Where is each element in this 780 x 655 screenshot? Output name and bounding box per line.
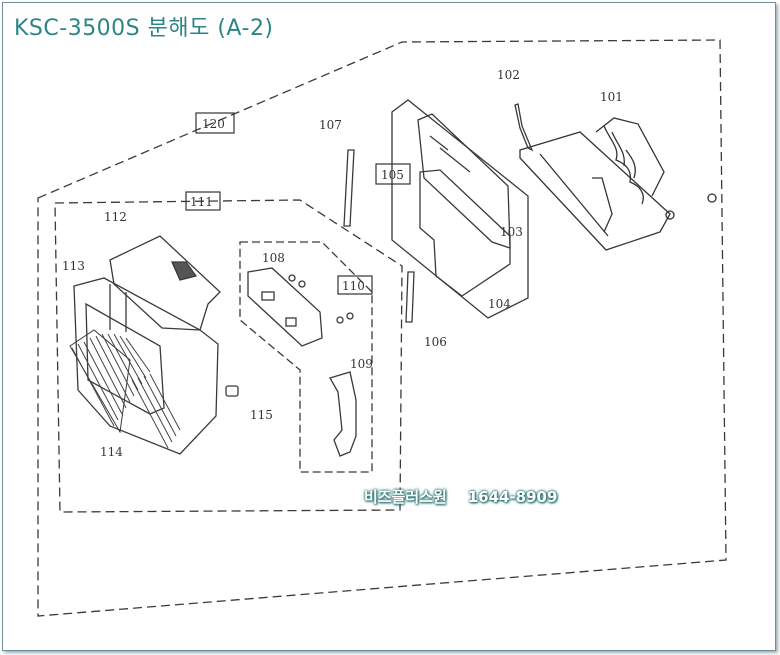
- label-111: 111: [190, 195, 213, 209]
- label-108: 108: [262, 251, 285, 265]
- part-105-plate: [391, 99, 529, 319]
- assembly-120-boundary: [37, 39, 727, 617]
- part-114-brush-bristles: [71, 333, 181, 449]
- part-112-hood: [109, 235, 221, 331]
- label-107: 107: [319, 118, 342, 132]
- part-114-brush-frame: [69, 277, 219, 455]
- label-102: 102: [497, 68, 520, 82]
- label-112: 112: [104, 210, 127, 224]
- label-120: 120: [202, 117, 225, 131]
- label-114: 114: [100, 445, 123, 459]
- watermark-text: 비즈플러스원 1644-8909: [364, 488, 558, 506]
- label-110: 110: [342, 279, 365, 293]
- part-labels: 102 101 107 103 104 106 108 109 112 113 …: [62, 68, 623, 459]
- box-105: [375, 163, 411, 185]
- part-104-plate: [419, 169, 511, 297]
- assembly-111-boundary: [54, 199, 403, 513]
- label-106: 106: [424, 335, 447, 349]
- label-113: 113: [62, 259, 85, 273]
- part-106-rod: [405, 271, 415, 323]
- label-103: 103: [500, 225, 523, 239]
- part-107-rod: [343, 149, 355, 227]
- part-108-bracket: [247, 267, 354, 347]
- part-109-lever: [329, 371, 357, 457]
- part-103-plate: [417, 113, 511, 249]
- label-115: 115: [250, 408, 273, 422]
- part-101-spring-bar: [519, 117, 717, 251]
- box-111: [185, 191, 221, 211]
- assembly-110-boundary: [239, 241, 373, 473]
- label-109: 109: [350, 357, 373, 371]
- label-105: 105: [381, 168, 404, 182]
- page-title: KSC-3500S 분해도 (A-2): [14, 16, 274, 41]
- part-115-bushing: [225, 385, 239, 397]
- box-110: [337, 275, 373, 295]
- label-101: 101: [600, 90, 623, 104]
- box-120: [195, 112, 235, 134]
- part-102-screw: [514, 103, 534, 152]
- label-104: 104: [488, 297, 511, 311]
